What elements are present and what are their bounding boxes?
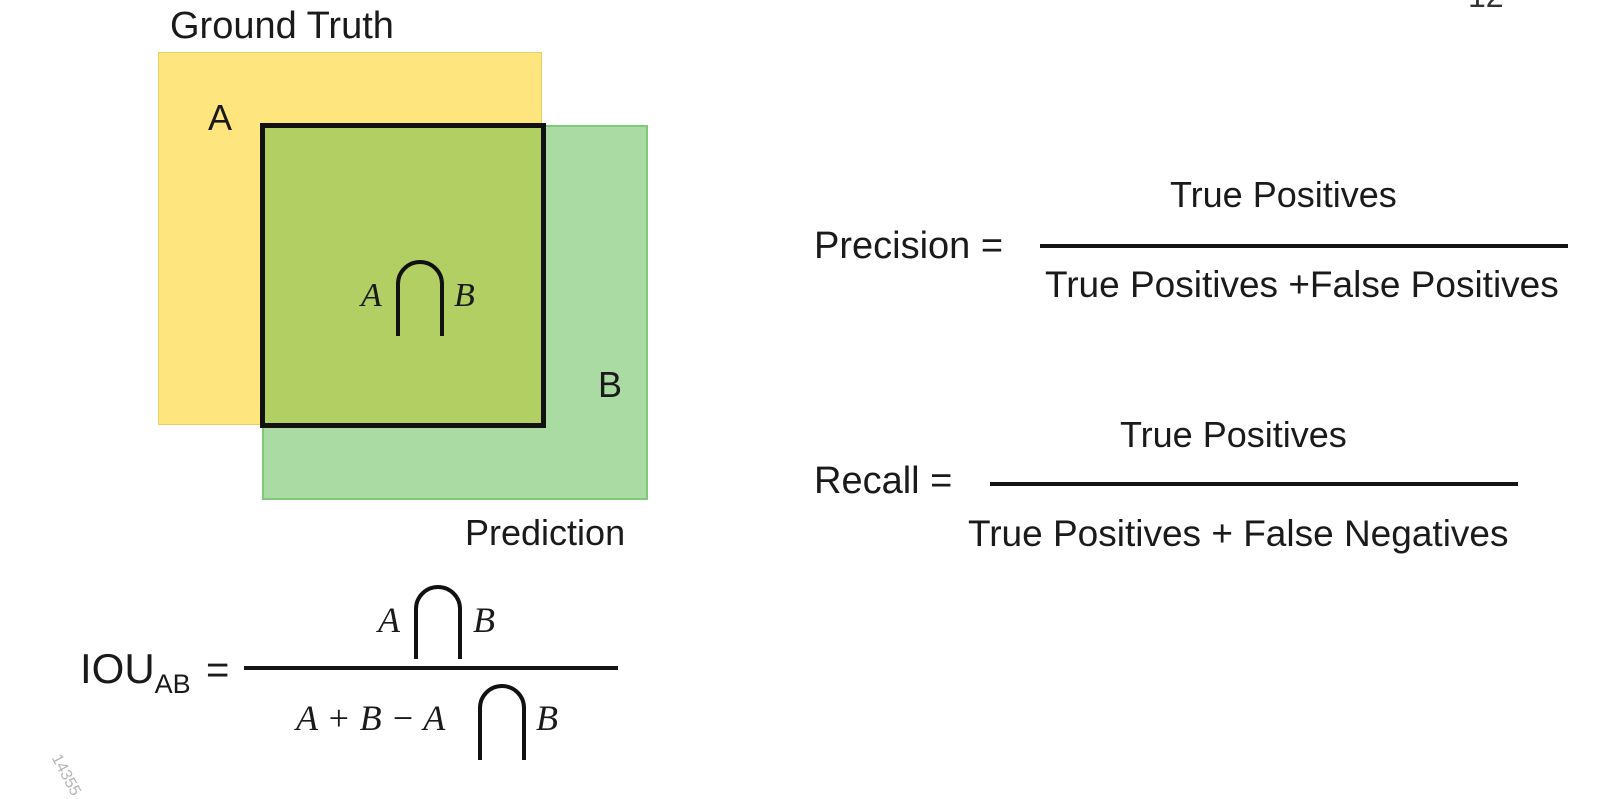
iou-numerator-cap-icon bbox=[414, 585, 462, 659]
watermark-text: 14355 bbox=[47, 751, 84, 799]
corner-text: 12 · bbox=[1468, 0, 1523, 12]
intersection-box bbox=[260, 123, 546, 428]
precision-numerator: True Positives bbox=[1170, 174, 1397, 215]
iou-denominator-cap-icon bbox=[478, 684, 526, 760]
iou-equals: = bbox=[206, 648, 230, 692]
intersection-left-symbol: A bbox=[361, 277, 382, 314]
recall-numerator: True Positives bbox=[1120, 414, 1347, 455]
prediction-label: Prediction bbox=[465, 512, 626, 553]
intersection-cap-icon bbox=[396, 260, 444, 336]
precision-denominator: True Positives +False Positives bbox=[1045, 264, 1559, 305]
recall-denominator: True Positives + False Negatives bbox=[968, 513, 1509, 554]
iou-label: IOUAB bbox=[80, 645, 191, 698]
precision-label: Precision = bbox=[814, 225, 1004, 267]
iou-denominator-prefix: A + B − A bbox=[296, 698, 446, 738]
recall-label: Recall = bbox=[814, 460, 953, 502]
ground-truth-label: Ground Truth bbox=[170, 5, 394, 47]
recall-fraction-bar bbox=[990, 482, 1518, 486]
box-b-label: B bbox=[598, 364, 623, 405]
box-a-label: A bbox=[208, 97, 233, 138]
iou-fraction-bar bbox=[244, 666, 618, 670]
iou-denominator-suffix: B bbox=[536, 698, 558, 738]
iou-numerator-left: A bbox=[378, 600, 400, 640]
precision-fraction-bar bbox=[1040, 244, 1568, 248]
intersection-right-symbol: B bbox=[454, 277, 475, 314]
iou-label-text: IOU bbox=[80, 645, 155, 692]
iou-subscript: AB bbox=[154, 669, 191, 699]
iou-numerator-right: B bbox=[473, 600, 495, 640]
